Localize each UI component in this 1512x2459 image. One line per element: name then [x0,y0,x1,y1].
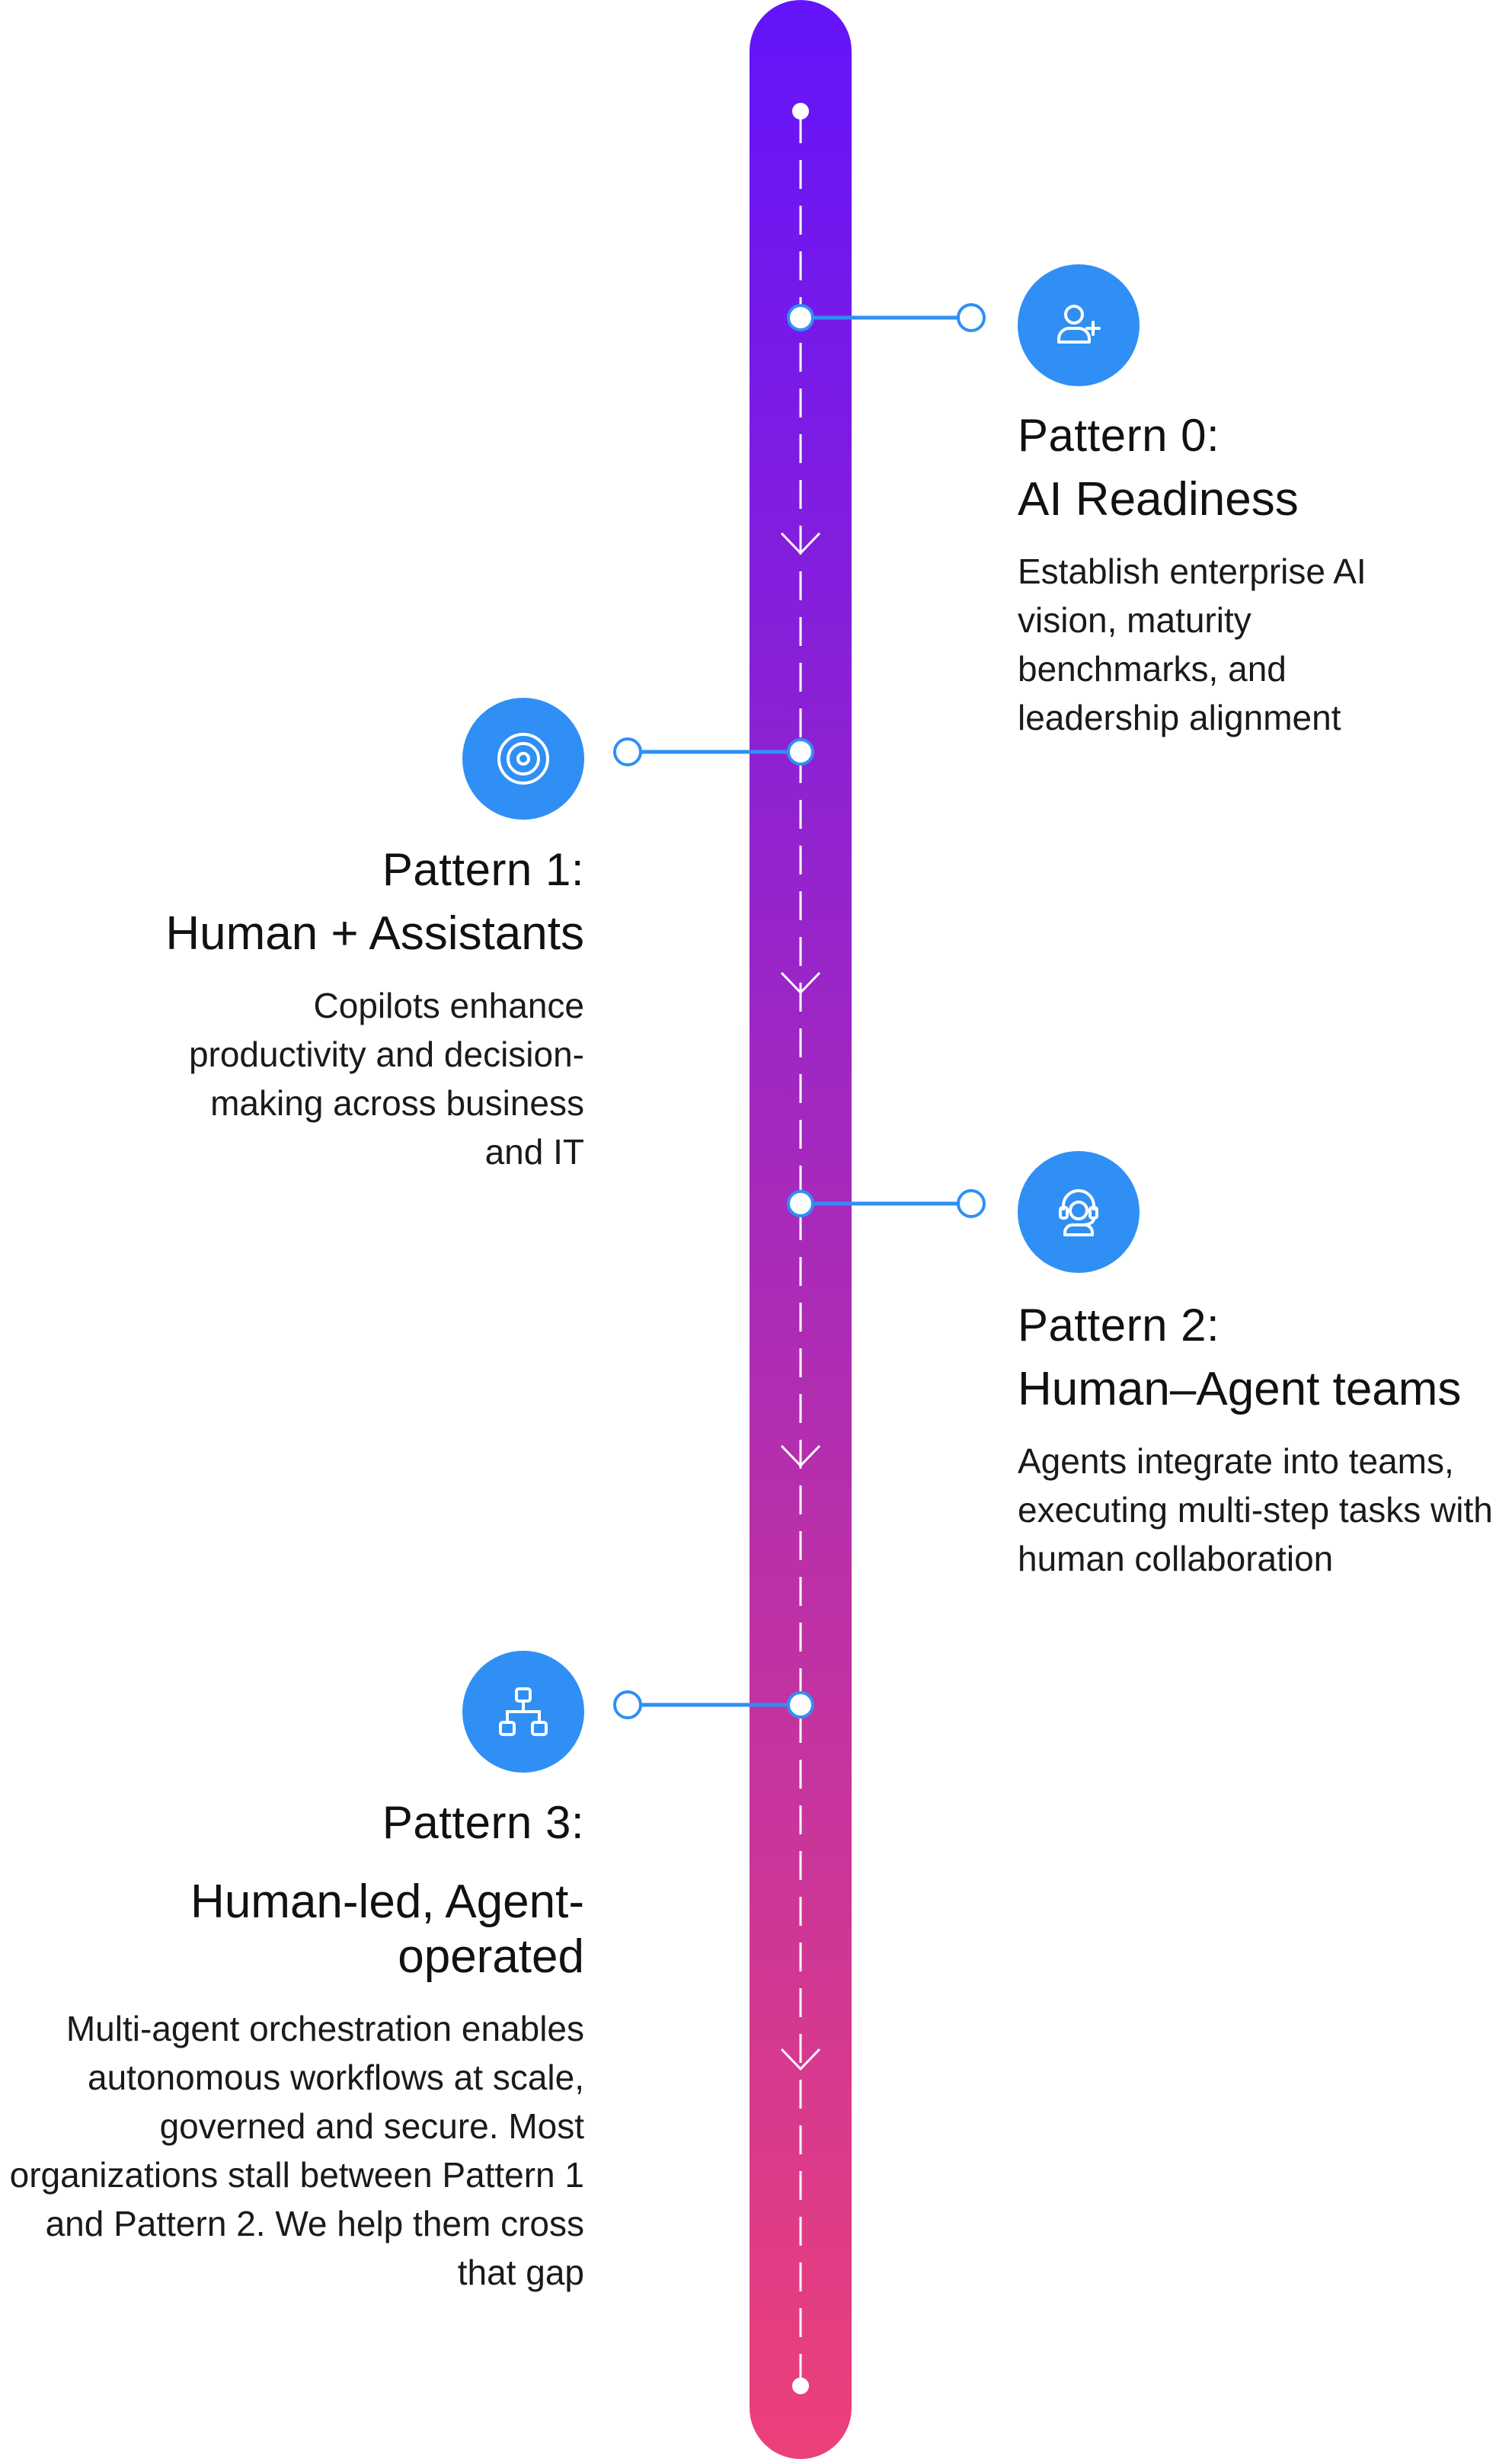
timeline-arrow [780,2048,821,2071]
pattern-3-title: Pattern 3: [382,1797,584,1848]
pattern-3-text: Pattern 3: Human-led, Agent-operated Mul… [5,1786,584,2297]
pattern-2-description: Agents integrate into teams, executing m… [1018,1441,1493,1578]
connector-pattern-1 [613,737,814,766]
pattern-2-subtitle: Human–Agent teams [1018,1363,1462,1415]
pattern-0-icon-badge [1018,264,1140,386]
org-chart-icon [499,1687,548,1736]
connector-pattern-3 [613,1690,814,1719]
pattern-1-text: Pattern 1: Human + Assistants Copilots e… [127,833,584,1176]
pattern-0-title: Pattern 0: [1018,410,1220,461]
headset-agent-icon [1059,1189,1098,1236]
pattern-1-description: Copilots enhance productivity and decisi… [188,986,584,1172]
pattern-3-subtitle: Human-led, Agent-operated [190,1875,584,1983]
timeline-arrow [780,1444,821,1468]
pattern-1-title: Pattern 1: [382,844,584,895]
pattern-1-icon-badge [462,698,584,820]
pattern-0-description: Establish enterprise AI vision, maturity… [1018,552,1367,737]
pattern-0-text: Pattern 0: AI Readiness Establish enterp… [1018,399,1490,742]
timeline-arrow [780,971,821,995]
timeline-start-dot [792,103,809,120]
add-user-icon [1057,305,1101,344]
pattern-2-icon-badge [1018,1151,1140,1273]
pattern-3-description: Multi-agent orchestration enables autono… [9,2009,584,2292]
connector-pattern-2 [787,1189,986,1218]
pattern-2-text: Pattern 2: Human–Agent teams Agents inte… [1018,1289,1505,1583]
connector-pattern-0 [787,303,986,332]
timeline-arrow [780,532,821,555]
pattern-3-icon-badge [462,1651,584,1773]
pattern-2-title: Pattern 2: [1018,1300,1220,1351]
pattern-1-subtitle: Human + Assistants [165,907,584,960]
timeline-end-dot [792,2377,809,2394]
pattern-0-subtitle: AI Readiness [1018,473,1299,526]
target-icon [497,733,549,785]
